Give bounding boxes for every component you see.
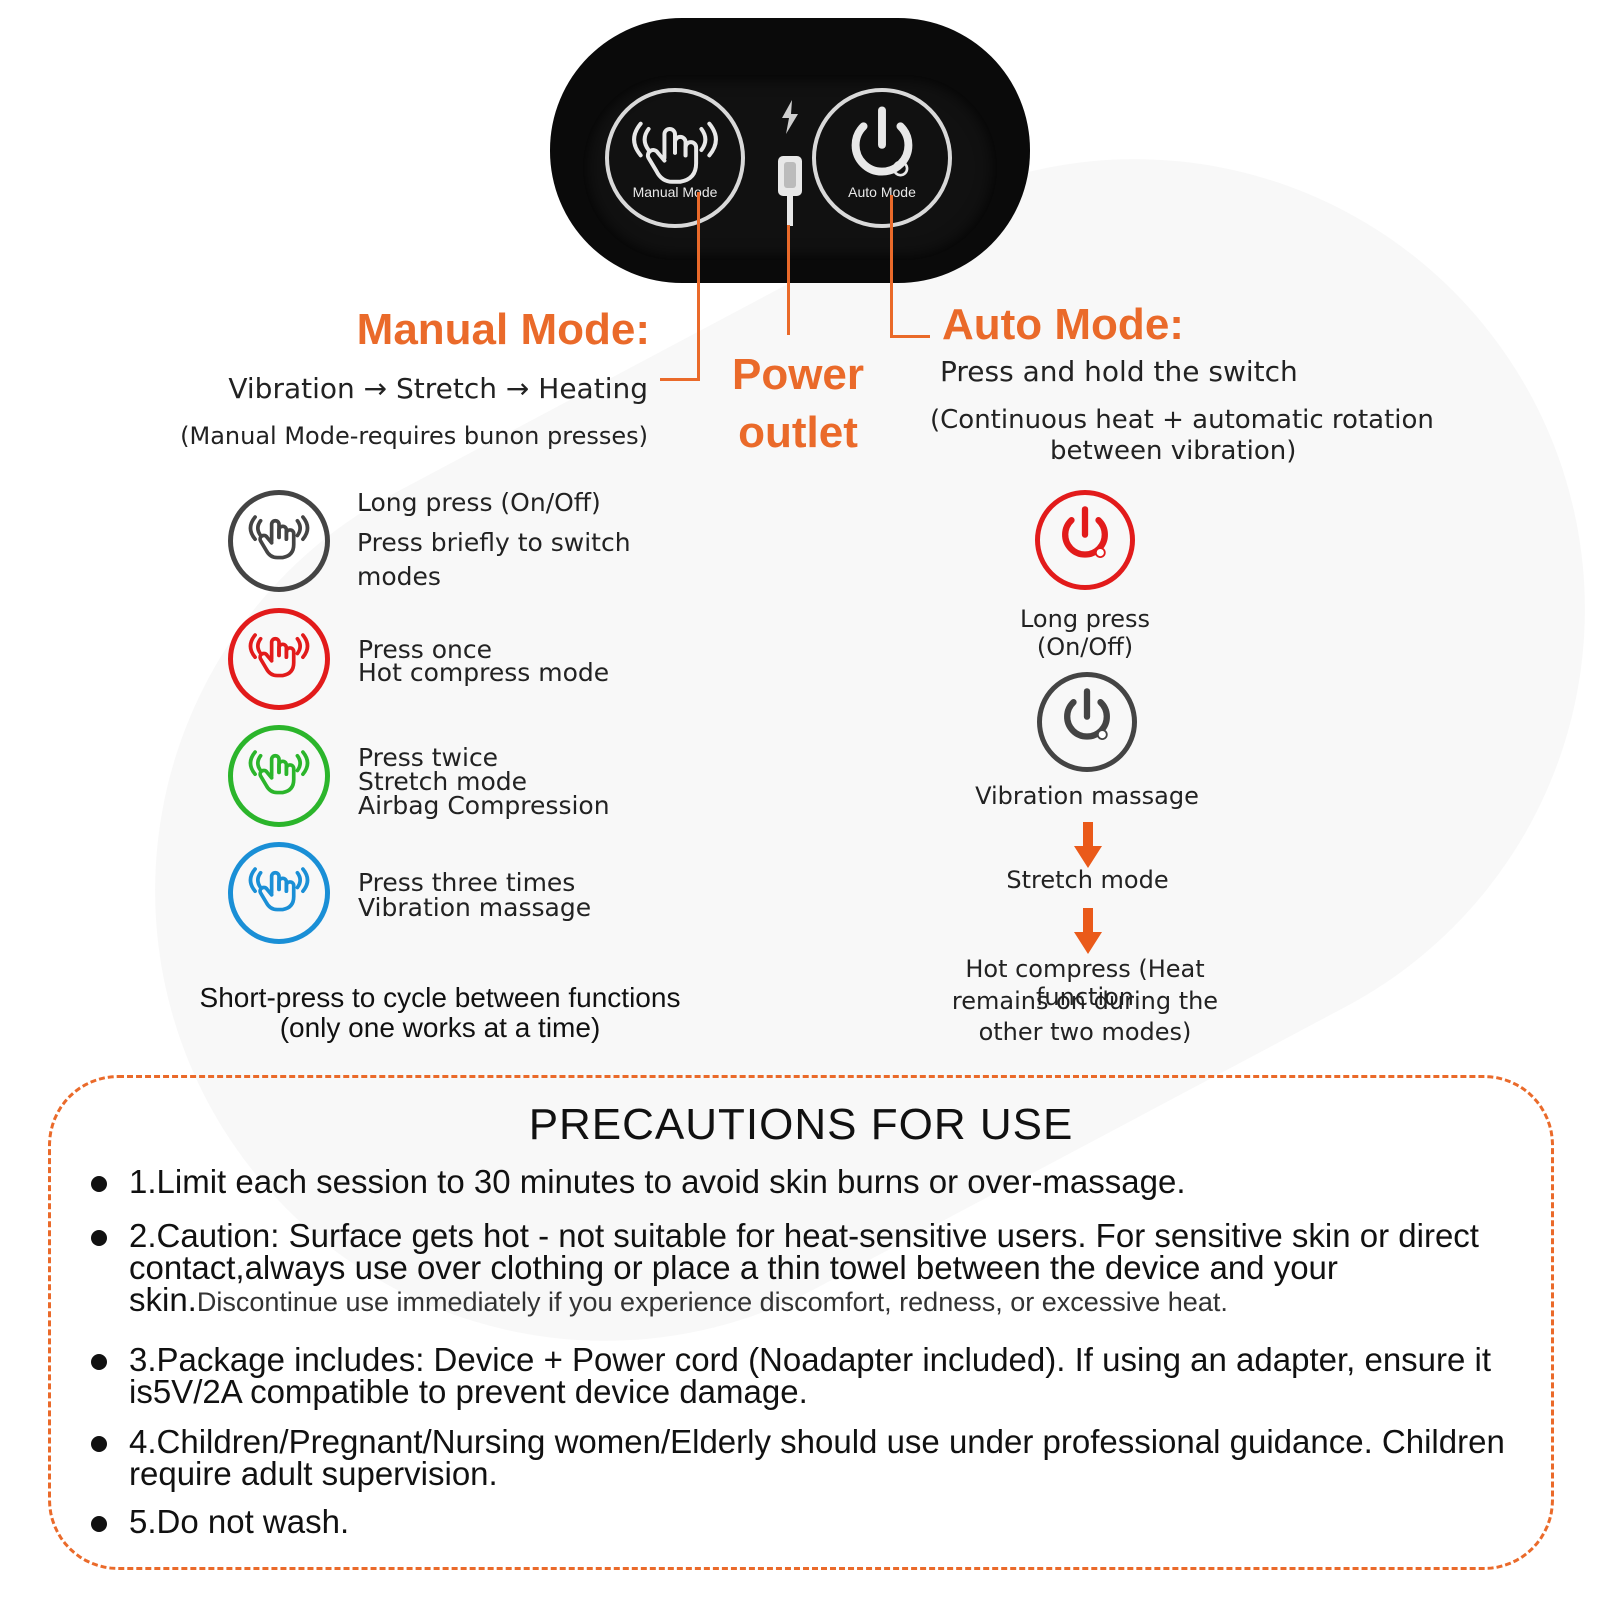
hand-vibration-icon xyxy=(248,750,310,795)
manual-item-text-2-line2: Hot compress mode xyxy=(358,658,610,687)
bullet-icon xyxy=(91,1436,107,1452)
precaution-item-2: 2.Caution: Surface gets hot - not suitab… xyxy=(129,1217,1511,1318)
manual-item-text-3-line3: Airbag Compression xyxy=(358,791,610,820)
manual-item-text-2-line1: Press once xyxy=(358,635,493,664)
auto-connector-vertical xyxy=(890,195,893,337)
precaution-item-2-main: 2.Caution: Surface gets hot - not suitab… xyxy=(129,1217,1479,1318)
auto-mode-instruction: Press and hold the switch xyxy=(940,355,1298,388)
manual-footer-line1: Short-press to cycle between functions xyxy=(199,982,681,1013)
manual-footer-line2: (only one works at a time) xyxy=(279,1012,601,1043)
manual-mode-button[interactable]: Manual Mode xyxy=(605,88,745,228)
auto-mode-note-line1: (Continuous heat + automatic rotation xyxy=(930,405,1434,435)
auto-mode-title: Auto Mode: xyxy=(942,300,1184,349)
auto-power-icon-gray xyxy=(1037,672,1137,772)
power-outlet-label-line2: outlet xyxy=(738,408,858,457)
manual-item-text-4-line2: Vibration massage xyxy=(358,893,592,922)
manual-mode-title: Manual Mode: xyxy=(356,305,650,354)
auto-power-red-label: Long press (On/Off) xyxy=(1019,605,1151,661)
manual-item-text-1-line3: modes xyxy=(357,562,441,591)
precaution-item-4: 4.Children/Pregnant/Nursing women/Elderl… xyxy=(129,1423,1505,1492)
power-icon xyxy=(851,106,913,177)
power-icon xyxy=(1062,506,1108,558)
auto-mode-button-label: Auto Mode xyxy=(848,184,916,200)
manual-item-icon-blue xyxy=(228,842,330,944)
precaution-item-3: 3.Package includes: Device + Power cord … xyxy=(129,1341,1492,1410)
manual-mode-button-label: Manual Mode xyxy=(632,184,718,200)
manual-item-text-3-line2: Stretch mode xyxy=(358,767,528,796)
auto-step-stretch: Stretch mode xyxy=(1006,866,1169,894)
auto-connector-horizontal xyxy=(890,335,930,338)
manual-connector-horizontal xyxy=(660,378,700,381)
hand-vibration-icon xyxy=(248,867,310,912)
power-connector-vertical xyxy=(787,225,790,335)
power-outlet-label-line1: Power xyxy=(731,350,865,399)
precautions-box: PRECAUTIONS FOR USE 1.Limit each session… xyxy=(48,1075,1554,1570)
down-arrow-icon xyxy=(1083,822,1093,848)
auto-power-gray-label: Vibration massage xyxy=(975,782,1199,810)
manual-mode-note: (Manual Mode-requires bunon presses) xyxy=(180,422,648,450)
precaution-item-2-small: Discontinue use immediately if you exper… xyxy=(196,1287,1228,1317)
auto-step-hot-line2: remains on during the xyxy=(951,987,1219,1015)
device-control-panel: Manual Mode Auto Mode xyxy=(550,18,1030,283)
manual-item-icon-gray xyxy=(228,490,330,592)
lightning-icon xyxy=(782,100,798,134)
hand-vibration-icon xyxy=(632,121,718,184)
down-arrow-icon-head xyxy=(1074,932,1102,954)
down-arrow-icon-head xyxy=(1074,846,1102,868)
auto-mode-button[interactable]: Auto Mode xyxy=(812,88,952,228)
precaution-item-1: 1.Limit each session to 30 minutes to av… xyxy=(129,1163,1186,1200)
bullet-icon xyxy=(91,1516,107,1532)
bullet-icon xyxy=(91,1176,107,1192)
precaution-item-5: 5.Do not wash. xyxy=(129,1503,350,1540)
auto-mode-note-line2: between vibration) xyxy=(1050,436,1297,466)
manual-item-text-3-line1: Press twice xyxy=(358,743,499,772)
bullet-icon xyxy=(91,1354,107,1370)
manual-item-text-1-line2: Press briefly to switch xyxy=(357,528,631,557)
bullet-icon xyxy=(91,1230,107,1246)
hand-vibration-icon xyxy=(248,515,310,560)
auto-step-hot-line1: Hot compress (Heat function xyxy=(965,955,1205,1011)
manual-mode-sequence: Vibration → Stretch → Heating xyxy=(228,372,648,405)
usb-port-icon xyxy=(778,156,802,226)
manual-item-icon-red xyxy=(228,608,330,710)
down-arrow-icon xyxy=(1083,908,1093,934)
manual-item-icon-green xyxy=(228,725,330,827)
manual-item-text-4-line1: Press three times xyxy=(358,868,576,897)
auto-step-hot-line3: other two modes) xyxy=(978,1018,1192,1046)
precautions-title: PRECAUTIONS FOR USE xyxy=(528,1100,1074,1149)
manual-item-text-1-line1: Long press (On/Off) xyxy=(357,488,601,517)
auto-power-icon-red xyxy=(1035,490,1135,590)
manual-connector-vertical xyxy=(697,192,700,380)
hand-vibration-icon xyxy=(248,633,310,678)
power-icon xyxy=(1064,688,1110,740)
